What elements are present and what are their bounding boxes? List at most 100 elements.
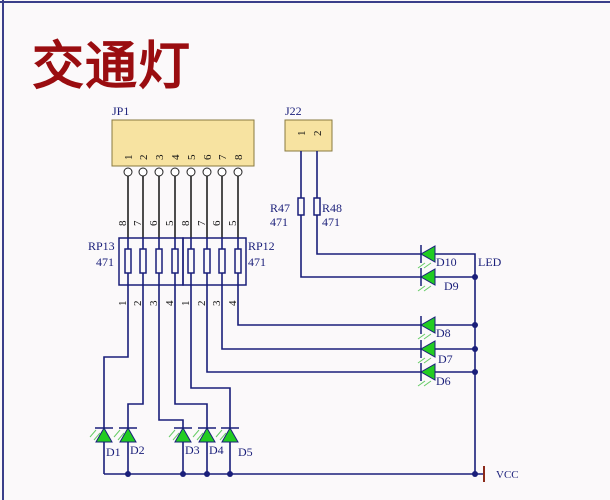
led-d1-icon [89, 426, 113, 443]
led-label-d4: D4 [209, 443, 224, 457]
led-d4-icon [192, 426, 216, 443]
led-label-d2: D2 [130, 443, 145, 457]
rp-pin-label: 6 [148, 220, 160, 226]
resistor-element [203, 248, 211, 274]
j22-pin-label: 2 [312, 131, 324, 137]
r48-label: R48 [322, 201, 342, 215]
j22-pin-label: 1 [296, 131, 308, 137]
vcc-label: VCC [496, 469, 519, 481]
jp1-pin-label: 3 [154, 154, 166, 160]
resistor-element [139, 248, 147, 274]
led-light-rays [417, 285, 432, 292]
wire [237, 273, 475, 326]
led-triangle [419, 245, 436, 263]
junction-dot [180, 471, 186, 477]
rp-pin-label: 8 [180, 220, 192, 226]
led-triangle [119, 426, 137, 443]
resistor-element [234, 248, 242, 274]
rp-pin-label: 2 [196, 301, 208, 307]
resistor-element [187, 248, 195, 274]
rp-pin-label: 3 [211, 300, 223, 306]
led-d6-icon [417, 363, 436, 387]
r47-label: R47 [270, 201, 290, 215]
led-label-d1: D1 [106, 445, 121, 459]
led-label-d3: D3 [185, 443, 200, 457]
junction-dot [472, 369, 478, 375]
led-triangle [419, 340, 436, 358]
led-light-rays [168, 429, 180, 441]
led-triangle [198, 426, 216, 443]
resistor-r48 [313, 197, 321, 216]
led-d8-icon [417, 316, 436, 340]
resistor-element [218, 248, 226, 274]
resistor-element [124, 248, 132, 274]
j22-label: J22 [285, 104, 302, 118]
rp12-label: RP12 [248, 239, 275, 253]
junction-dot [204, 471, 210, 477]
led-light-rays [215, 429, 227, 441]
junction-dot [472, 274, 478, 280]
wire [206, 273, 475, 373]
wire [221, 273, 475, 350]
rp-pin-label: 1 [180, 301, 192, 307]
rp-pin-label: 4 [227, 300, 239, 306]
led-light-rays [113, 429, 125, 441]
rp-pin-label: 2 [132, 301, 144, 307]
led-light-rays [192, 429, 204, 441]
wire [316, 151, 476, 474]
resistor-r47 [297, 197, 305, 216]
led-d7-icon [417, 340, 436, 364]
jp1-pin-terminal [186, 167, 196, 177]
wire [103, 273, 129, 474]
resistor-element [155, 248, 163, 274]
led-triangle [419, 268, 436, 286]
led-label-d10: D10 [436, 255, 457, 269]
junction-dot [472, 322, 478, 328]
jp1-pin-label: 4 [170, 154, 182, 160]
junction-dot [125, 471, 131, 477]
led-triangle [419, 316, 436, 334]
rp-pin-label: 1 [117, 301, 129, 307]
rp13-value: 471 [96, 255, 114, 269]
led-light-rays [417, 333, 432, 340]
resistor-element [171, 248, 179, 274]
led-label-d6: D6 [436, 374, 451, 388]
led-d10-icon [417, 245, 436, 269]
led-group-label: LED [478, 255, 502, 269]
r47-value: 471 [270, 215, 288, 229]
jp1-pin-label: 1 [123, 155, 135, 161]
wire [158, 273, 184, 474]
led-d5-icon [215, 426, 239, 443]
r48-value: 471 [322, 215, 340, 229]
jp1-pin-label: 6 [202, 154, 214, 160]
led-label-d7: D7 [438, 352, 453, 366]
diagram-title: 交通灯 [32, 37, 192, 97]
led-d2-icon [113, 426, 137, 443]
rp-pin-label: 6 [211, 220, 223, 226]
jp1-pin-terminal [170, 167, 180, 177]
led-label-d8: D8 [436, 326, 451, 340]
jp1-pin-label: 8 [233, 154, 245, 160]
jp1-pin-label: 5 [186, 154, 198, 160]
rp-pin-label: 8 [117, 220, 129, 226]
jp1-connector [111, 119, 255, 167]
led-d9-icon [417, 268, 436, 292]
rp-pin-label: 5 [164, 220, 176, 226]
led-light-rays [417, 380, 432, 387]
jp1-pin-terminal [202, 167, 212, 177]
wire [300, 151, 475, 278]
jp1-pin-terminal [123, 167, 133, 177]
j22-connector [284, 119, 333, 152]
jp1-pin-terminal [138, 167, 148, 177]
jp1-pin-terminal [154, 167, 164, 177]
rp-pin-label: 4 [164, 300, 176, 306]
led-triangle [419, 363, 436, 381]
led-d3-icon [168, 426, 192, 443]
rp-pin-label: 5 [227, 220, 239, 226]
junction-dot [472, 471, 478, 477]
rp-pin-label: 3 [148, 300, 160, 306]
led-triangle [95, 426, 113, 443]
jp1-pin-terminal [217, 167, 227, 177]
